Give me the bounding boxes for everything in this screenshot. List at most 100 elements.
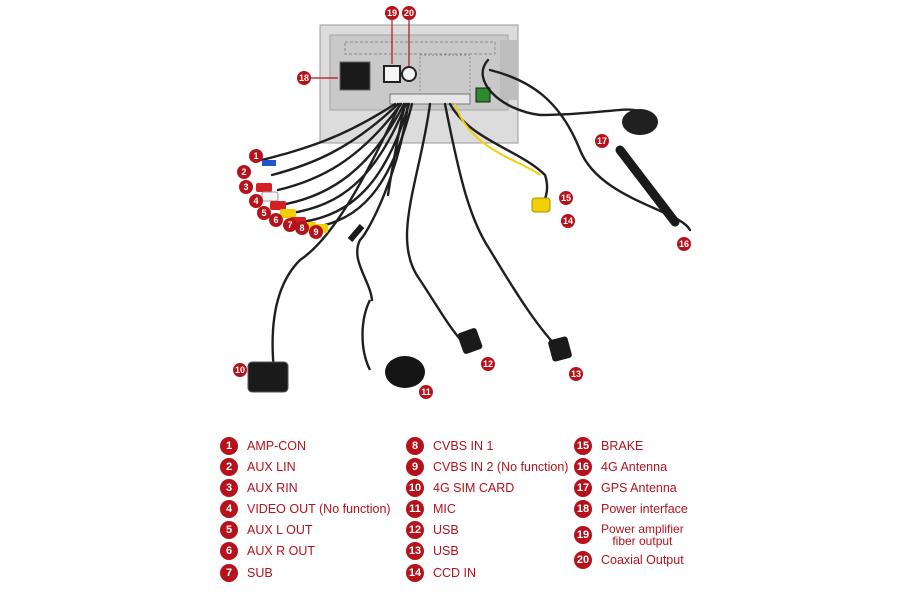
- cables: [260, 58, 692, 382]
- legend-label: AUX LIN: [247, 460, 296, 474]
- legend-badge: 8: [406, 437, 424, 455]
- legend-item: 1 AMP-CON: [220, 436, 306, 456]
- callout-11: [419, 385, 433, 399]
- legend-item: 6 AUX R OUT: [220, 541, 315, 561]
- callout-20: [402, 6, 416, 20]
- callout-9: [309, 225, 323, 239]
- callout-1: [249, 149, 263, 163]
- wiring-diagram: 1 2 3 4 5 6 7 8 9 10 11 12 13 14 15 16 1…: [233, 6, 692, 399]
- legend-badge: 7: [220, 564, 238, 582]
- legend-label-line-2: fiber output: [612, 534, 673, 548]
- legend-label: AUX R OUT: [247, 544, 316, 558]
- callout-16-number: 16: [679, 239, 689, 249]
- callout-1-number: 1: [253, 151, 258, 161]
- legend-badge: 4: [220, 500, 238, 518]
- legend-badge: 13: [406, 542, 424, 560]
- legend-badge: 2: [220, 458, 238, 476]
- callout-6-number: 6: [273, 215, 278, 225]
- legend-badge: 10: [406, 479, 424, 497]
- callout-4-number: 4: [253, 196, 258, 206]
- legend-item: 2 AUX LIN: [220, 457, 296, 477]
- legend-item: 17 GPS Antenna: [574, 478, 677, 498]
- legend-label-line-1: Power amplifier: [601, 522, 684, 536]
- callout-3: [239, 180, 253, 194]
- legend-label: AMP-CON: [247, 439, 307, 453]
- legend-item: 3 AUX RIN: [220, 478, 298, 498]
- legend-item: 12 USB: [406, 520, 459, 540]
- callout-12-number: 12: [483, 359, 493, 369]
- callout-8: [295, 221, 309, 235]
- legend-label: MIC: [433, 502, 456, 516]
- legend-label: VIDEO OUT (No function): [247, 502, 391, 516]
- callout-18-number: 18: [299, 73, 309, 83]
- legend-label: USB: [433, 544, 459, 558]
- brake-cable: [454, 103, 541, 176]
- callout-2: [237, 165, 251, 179]
- callout-7: [283, 218, 297, 232]
- callout-5: [257, 206, 271, 220]
- legend-badge: 14: [406, 564, 424, 582]
- callout-16: [677, 237, 691, 251]
- 4g-antenna: [615, 145, 680, 227]
- legend-label: USB: [433, 523, 459, 537]
- legend-badge: 18: [574, 500, 592, 518]
- callout-5-number: 5: [261, 208, 266, 218]
- power-interface-port: [339, 61, 371, 91]
- legend-badge: 3: [220, 479, 238, 497]
- callout-15-number: 15: [561, 193, 571, 203]
- legend-label: GPS Antenna: [601, 481, 677, 495]
- callout-12: [481, 357, 495, 371]
- callout-2-number: 2: [241, 167, 246, 177]
- legend: 1 AMP-CON 2 AUX LIN 3 AUX RIN 4 VIDEO OUT (N…: [0, 436, 900, 596]
- legend-label: CVBS IN 2 (No function): [433, 460, 569, 474]
- legend-badge: 5: [220, 521, 238, 539]
- legend-item: 5 AUX L OUT: [220, 520, 313, 540]
- legend-label: AUX RIN: [247, 481, 298, 495]
- callout-4: [249, 194, 263, 208]
- coaxial-output-port: [401, 66, 417, 82]
- callout-20-number: 20: [404, 8, 414, 18]
- legend-badge: 16: [574, 458, 592, 476]
- antenna-port: [475, 87, 491, 103]
- legend-item: 7 SUB: [220, 563, 273, 583]
- legend-label: 4G Antenna: [601, 460, 668, 474]
- legend-badge: 17: [574, 479, 592, 497]
- callout-13-number: 13: [571, 369, 581, 379]
- legend-item: 8 CVBS IN 1: [406, 436, 493, 456]
- callout-11-number: 11: [421, 387, 431, 397]
- callout-6: [269, 213, 283, 227]
- legend-badge: 6: [220, 542, 238, 560]
- legend-label: CVBS IN 1: [433, 439, 494, 453]
- audio-jack: [347, 224, 365, 242]
- callout-8-number: 8: [299, 223, 304, 233]
- legend-badge: 1: [220, 437, 238, 455]
- legend-label: SUB: [247, 566, 273, 580]
- legend-badge: 15: [574, 437, 592, 455]
- sim-card-module: [247, 361, 289, 393]
- callout-10: [233, 363, 247, 377]
- legend-item: 16 4G Antenna: [574, 457, 667, 477]
- legend-badge: 12: [406, 521, 424, 539]
- callout-17: [595, 134, 609, 148]
- legend-label: Coaxial Output: [601, 553, 684, 567]
- microphone: [361, 299, 425, 388]
- callout-9-number: 9: [313, 227, 318, 237]
- legend-label: AUX L OUT: [247, 523, 313, 537]
- legend-label: BRAKE: [601, 439, 644, 453]
- connector-strip: [389, 93, 471, 105]
- callout-15: [559, 191, 573, 205]
- usb-connector-2: [548, 336, 572, 362]
- legend-item: 15 BRAKE: [574, 436, 643, 456]
- callout-18: [297, 71, 311, 85]
- ccd-rca-plug: [531, 197, 551, 213]
- fiber-output-port: [383, 65, 401, 83]
- callout-19: [385, 6, 399, 20]
